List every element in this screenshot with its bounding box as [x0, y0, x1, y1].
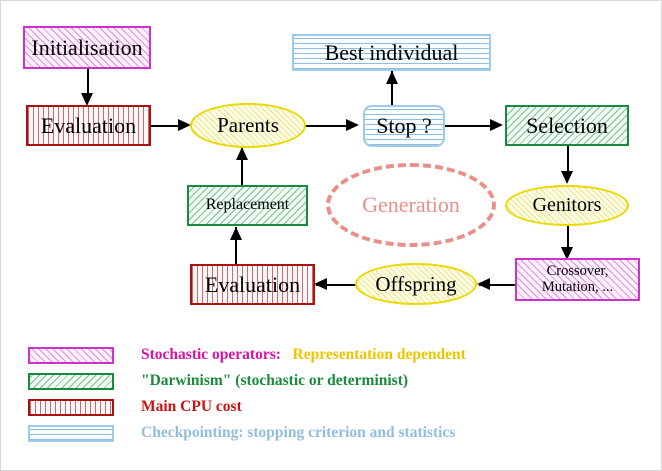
arrowhead-stop-to-selection	[490, 119, 503, 131]
legend-row-stochastic-operators: Stochastic operators: Representation dep…	[28, 345, 466, 365]
node-evaluation-top-label: Evaluation	[40, 112, 137, 138]
edge-replacement-to-parents	[241, 147, 243, 186]
legend-label-stochastic-operators: Stochastic operators:	[141, 346, 281, 363]
arrowhead-offspring-to-evaluation	[314, 278, 327, 290]
node-genitors-label: Genitors	[532, 194, 602, 216]
legend-swatch-blue-horizontal-hatch	[28, 424, 114, 442]
legend-label-checkpointing: Checkpointing: stopping criterion and st…	[141, 424, 456, 441]
legend-row-darwinism: "Darwinism" (stochastic or determinist)	[28, 371, 408, 391]
arrowhead-parents-to-stop	[346, 119, 359, 131]
edge-selection-to-genitors	[567, 146, 569, 174]
node-parents-label: Parents	[217, 113, 279, 138]
edge-offspring-to-evaluation	[316, 284, 360, 286]
node-evaluation-top[interactable]: Evaluation	[26, 105, 151, 146]
legend-swatch-green-diagonal-hatch	[28, 372, 114, 390]
arrowhead-genitors-to-crossover	[561, 247, 573, 260]
node-replacement-label: Replacement	[205, 196, 290, 214]
legend-label-representation-dependent: Representation dependent	[292, 346, 466, 363]
node-offspring[interactable]: Offspring	[355, 263, 477, 305]
node-best-individual-label: Best individual	[324, 39, 459, 65]
node-best-individual[interactable]: Best individual	[292, 34, 491, 71]
edge-evaluation-to-replacement	[235, 227, 237, 265]
edge-initialisation-to-evaluation	[87, 69, 89, 95]
node-generation-label: Generation	[362, 192, 460, 217]
legend-swatch-magenta-diagonal-hatch	[28, 346, 114, 364]
legend-label-main-cpu-cost: Main CPU cost	[141, 398, 242, 415]
legend-row-checkpointing: Checkpointing: stopping criterion and st…	[28, 423, 455, 443]
node-crossover-mutation-label: Crossover, Mutation, ...	[541, 263, 614, 295]
legend-label-darwinism: "Darwinism" (stochastic or determinist)	[141, 372, 409, 389]
legend-label-stochastic-operators-group: Stochastic operators: Representation dep…	[141, 346, 466, 364]
legend-swatch-red-vertical-hatch	[28, 398, 114, 416]
arrowhead-initialisation-to-evaluation	[81, 93, 93, 106]
arrowhead-crossover-to-offspring	[477, 278, 490, 290]
arrowhead-replacement-to-parents	[236, 147, 248, 160]
arrowhead-selection-to-genitors	[561, 171, 573, 184]
arrowhead-evaluation-to-replacement	[230, 227, 242, 240]
edge-stop-to-best-individual	[391, 71, 393, 109]
node-selection[interactable]: Selection	[505, 105, 629, 146]
edge-evaluation-to-parents	[151, 125, 184, 127]
edge-crossover-to-offspring	[479, 284, 517, 286]
node-crossover-mutation[interactable]: Crossover, Mutation, ...	[515, 258, 640, 301]
arrowhead-evaluation-to-parents	[178, 119, 191, 131]
node-parents[interactable]: Parents	[190, 103, 306, 148]
arrowhead-stop-to-best-individual	[386, 71, 398, 84]
node-offspring-label: Offspring	[375, 271, 457, 296]
node-initialisation[interactable]: Initialisation	[23, 26, 151, 69]
node-initialisation-label: Initialisation	[31, 34, 143, 60]
node-generation-loop: Generation	[326, 163, 496, 247]
edge-genitors-to-crossover	[567, 225, 569, 255]
node-selection-label: Selection	[526, 112, 608, 138]
node-stop[interactable]: Stop ?	[363, 105, 445, 147]
node-genitors[interactable]: Genitors	[505, 185, 629, 226]
node-evaluation-bottom[interactable]: Evaluation	[190, 264, 315, 305]
legend-row-main-cpu-cost: Main CPU cost	[28, 397, 242, 417]
edge-stop-to-selection	[444, 125, 494, 127]
edge-parents-to-stop	[304, 125, 350, 127]
node-replacement[interactable]: Replacement	[187, 185, 308, 226]
node-evaluation-bottom-label: Evaluation	[204, 271, 301, 297]
node-stop-label: Stop ?	[376, 113, 432, 139]
